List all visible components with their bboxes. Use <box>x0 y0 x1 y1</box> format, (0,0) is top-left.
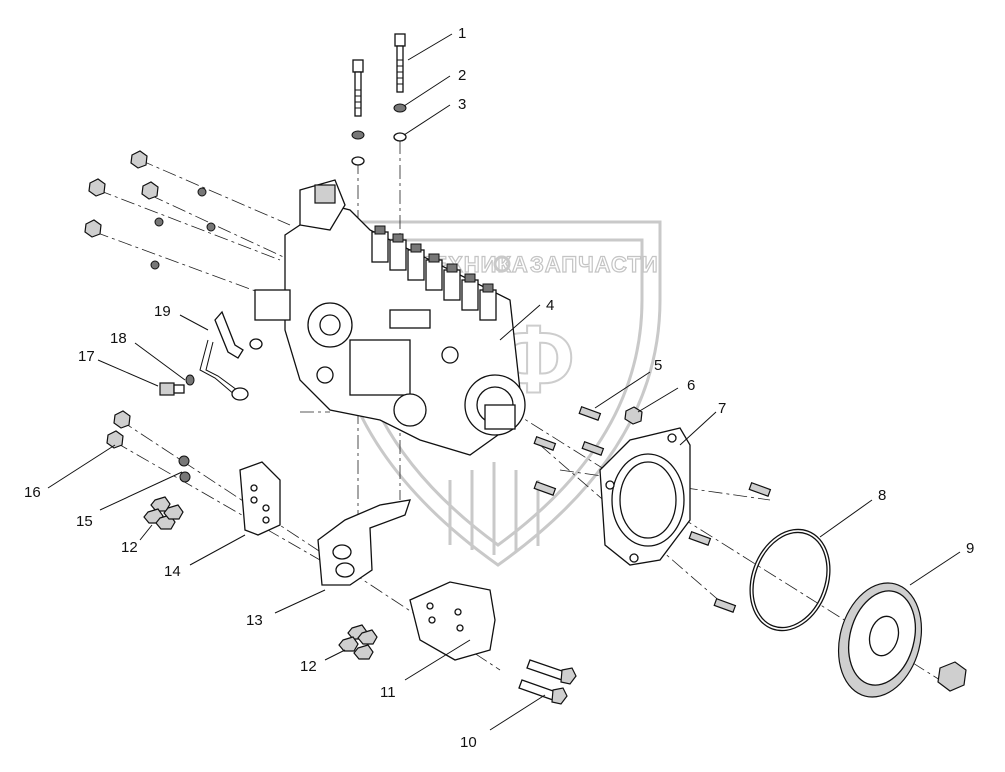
left-nuts <box>84 150 216 270</box>
watermark-wheat-icon <box>448 462 540 555</box>
leader-lines <box>47 33 961 731</box>
washers <box>351 103 407 166</box>
gear-nut <box>937 661 967 692</box>
callout-4: 4 <box>546 297 554 314</box>
callout-12-lower: 12 <box>300 658 317 675</box>
pump-delivery-valves <box>371 225 497 321</box>
bracket-11 <box>409 581 496 661</box>
callout-18: 18 <box>110 330 127 347</box>
callout-10: 10 <box>460 734 477 751</box>
studs-5 <box>533 405 772 613</box>
bracket-13 <box>317 499 411 586</box>
callout-1: 1 <box>458 25 466 42</box>
callout-11: 11 <box>380 684 396 701</box>
callout-17: 17 <box>78 348 95 365</box>
left-lower-nuts <box>106 410 191 483</box>
callout-3: 3 <box>458 96 466 113</box>
nut-6 <box>624 406 643 425</box>
injection-pump <box>254 179 526 456</box>
fuel-tube <box>199 310 263 401</box>
bolt-1 <box>394 33 406 93</box>
gear-9 <box>837 582 923 698</box>
callout-2: 2 <box>458 67 466 84</box>
bracket-14 <box>239 461 281 536</box>
bolts-10 <box>518 659 577 705</box>
callout-19: 19 <box>154 303 171 320</box>
adapter-housing-7 <box>599 427 691 566</box>
callout-12-upper: 12 <box>121 539 138 556</box>
watermark-gear-icon <box>493 255 511 273</box>
callout-labels: 1 2 3 4 5 6 7 8 9 10 11 12 13 14 15 16 1… <box>24 25 974 751</box>
callout-7: 7 <box>718 400 726 417</box>
bolt-left <box>352 59 364 117</box>
callout-8: 8 <box>878 487 886 504</box>
callout-9: 9 <box>966 540 974 557</box>
bracket-bolts-left <box>143 496 184 530</box>
callout-5: 5 <box>654 357 662 374</box>
watermark-text-right: ЗАПЧАСТИ <box>530 252 659 277</box>
bracket-bolts-lower <box>338 624 378 660</box>
banjo-bolt <box>159 374 195 396</box>
callout-14: 14 <box>164 563 181 580</box>
callout-16: 16 <box>24 484 41 501</box>
callout-6: 6 <box>687 377 695 394</box>
callout-13: 13 <box>246 612 263 629</box>
callout-15: 15 <box>76 513 93 530</box>
o-ring-8 <box>749 528 831 632</box>
